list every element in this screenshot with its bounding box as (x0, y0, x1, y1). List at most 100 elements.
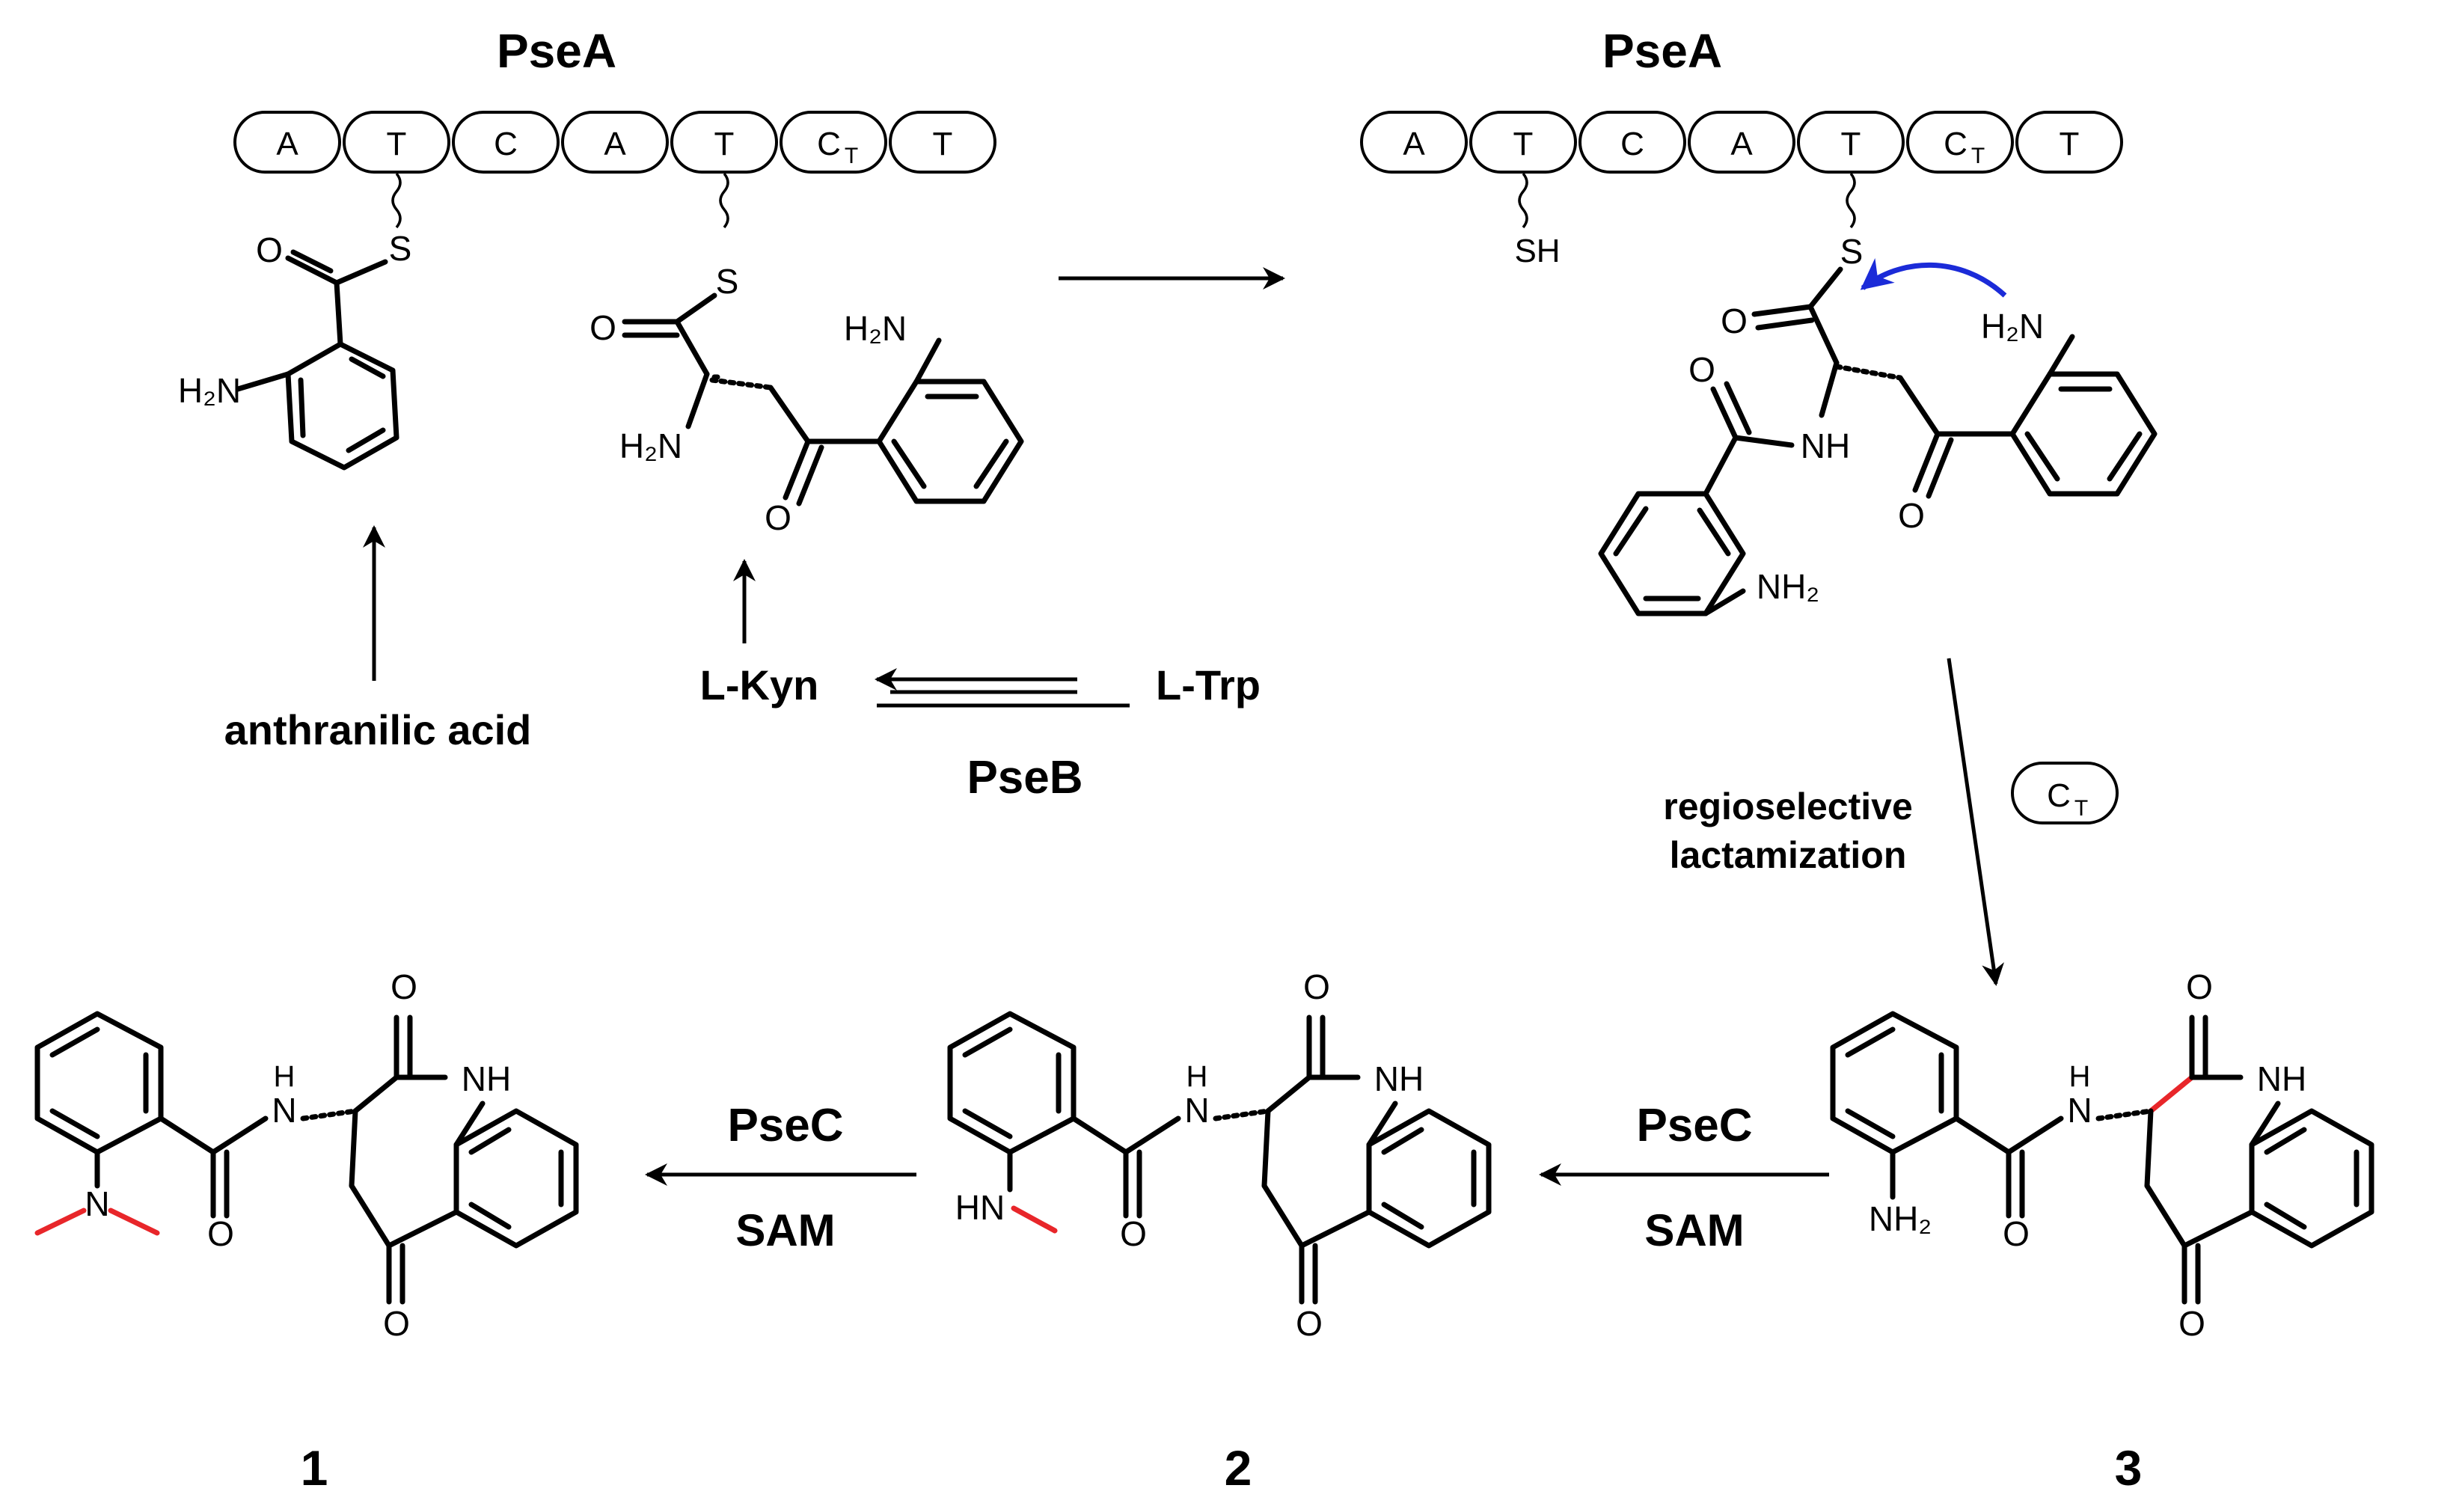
anthraniloyl-thioester: S O H₂N (178, 172, 412, 471)
module-label: A (1403, 126, 1425, 162)
module-label: C (1620, 126, 1644, 162)
oxygen-label: O (1688, 350, 1715, 389)
amine-label: H₂N (619, 426, 682, 465)
module-label: T (933, 126, 953, 162)
oxygen-label: O (391, 967, 417, 1006)
dipeptidyl-thioester: O NH O H₂N O NH₂ (1598, 266, 2158, 616)
phosphopantetheine-link (1518, 172, 1528, 229)
oxygen-label: O (383, 1304, 410, 1343)
module-label: T (2060, 126, 2080, 162)
module-t-1 (1469, 111, 1577, 174)
oxygen-label: O (2186, 967, 2213, 1006)
nitrogen-label: N (1184, 1091, 1209, 1130)
oxygen-label: O (1120, 1214, 1147, 1253)
sulfur-label: S (716, 262, 739, 301)
compound-1-label: 1 (301, 1440, 328, 1496)
module-ct (1906, 111, 2014, 174)
ct-domain-badge (2011, 762, 2119, 824)
oxygen-label: O (2003, 1214, 2030, 1253)
nitrogen-label: N (272, 1091, 296, 1130)
module-label: C (1944, 126, 1968, 162)
module-subscript: T (1971, 144, 1985, 168)
ct-domain-subscript: T (2074, 796, 2088, 821)
module-t-2 (1797, 111, 1905, 174)
hydrogen-label: H (2069, 1060, 2091, 1093)
regioselective-label: regioselective (1663, 786, 1913, 827)
compound-3-structure: O N H NH₂ O NH O (1830, 967, 2374, 1343)
module-t-3 (889, 111, 996, 174)
oxygen-label: O (2178, 1304, 2205, 1343)
module-label: T (387, 126, 407, 162)
l-trp-label: L-Trp (1156, 661, 1261, 708)
module-label: T (1513, 126, 1534, 162)
thiol-label: SH (1514, 233, 1560, 269)
psea-title-right: PseA (1602, 24, 1722, 78)
ct-domain-label: C (2047, 777, 2071, 814)
oxygen-label: O (1303, 967, 1330, 1006)
nucleophilic-attack-arrow (1860, 258, 2007, 298)
oxygen-label: O (765, 498, 791, 537)
anthranilic-acid-label: anthranilic acid (224, 706, 532, 753)
module-t-2 (670, 111, 778, 174)
amine-label: H₂N (178, 371, 241, 410)
lactam-nh-label: NH (1374, 1059, 1424, 1098)
nrps-module-row-left: A T C A T C T T (233, 111, 996, 174)
oxygen-label: O (1898, 496, 1925, 535)
module-label: C (494, 126, 518, 162)
module-label: T (1841, 126, 1861, 162)
module-c-1 (452, 111, 560, 174)
nrps-module-row-right: A T C A T C T T (1360, 111, 2123, 174)
module-a-2 (1688, 111, 1795, 174)
amine-label: H₂N (844, 309, 907, 348)
module-t-1 (343, 111, 450, 174)
sulfur-label: S (389, 229, 412, 268)
phosphopantetheine-link (1846, 172, 1856, 229)
lactamization-arrow (1947, 658, 2004, 986)
methylamine-label: HN (955, 1188, 1005, 1227)
module-a-1 (1360, 111, 1468, 174)
oxygen-label: O (207, 1214, 234, 1253)
module-label: A (1730, 126, 1753, 162)
amine-label: NH₂ (1757, 567, 1819, 606)
phosphopantetheine-link (719, 172, 729, 229)
lactamization-label: lactamization (1670, 834, 1907, 876)
sam-label-2: SAM (1644, 1205, 1744, 1255)
module-label: A (276, 126, 298, 162)
module-label: T (714, 126, 735, 162)
nitrogen-label: N (2067, 1091, 2092, 1130)
psea-title-left: PseA (497, 24, 616, 78)
compound-2-label: 2 (1225, 1440, 1252, 1496)
module-a-2 (561, 111, 669, 174)
module-a-1 (233, 111, 341, 174)
module-t-3 (2015, 111, 2123, 174)
amine-label: H₂N (1981, 307, 2044, 346)
module-c-1 (1578, 111, 1686, 174)
module-ct (780, 111, 887, 174)
compound-2-structure: O N H HN O NH O (947, 967, 1492, 1343)
dimethylamine-label: N (85, 1184, 109, 1223)
sulfur-label: S (1840, 232, 1864, 271)
pseb-label: PseB (967, 752, 1083, 804)
module-label: C (817, 126, 841, 162)
module-label: A (604, 126, 626, 162)
kynurenyl-thioester: S O H₂N O H₂N (590, 172, 1024, 537)
psec-label-2: PseC (1636, 1100, 1752, 1151)
compound-3-label: 3 (2115, 1440, 2143, 1496)
compound-1-structure: O N H N O NH O (34, 967, 579, 1343)
lactam-nh-label: NH (462, 1059, 511, 1098)
module-subscript: T (845, 144, 858, 168)
lactam-nh-label: NH (2257, 1059, 2306, 1098)
oxygen-label: O (1296, 1304, 1323, 1343)
amine-label: NH₂ (1869, 1199, 1932, 1238)
oxygen-label: O (590, 308, 616, 347)
psec-label-1: PseC (727, 1100, 843, 1151)
hydrogen-label: H (1186, 1060, 1208, 1093)
phosphopantetheine-link (391, 172, 402, 229)
l-kyn-label: L-Kyn (700, 661, 819, 708)
hydrogen-label: H (274, 1060, 295, 1093)
sam-label-1: SAM (735, 1205, 835, 1255)
oxygen-label: O (1721, 302, 1748, 340)
oxygen-label: O (256, 230, 283, 269)
amide-nh-label: NH (1801, 426, 1850, 465)
